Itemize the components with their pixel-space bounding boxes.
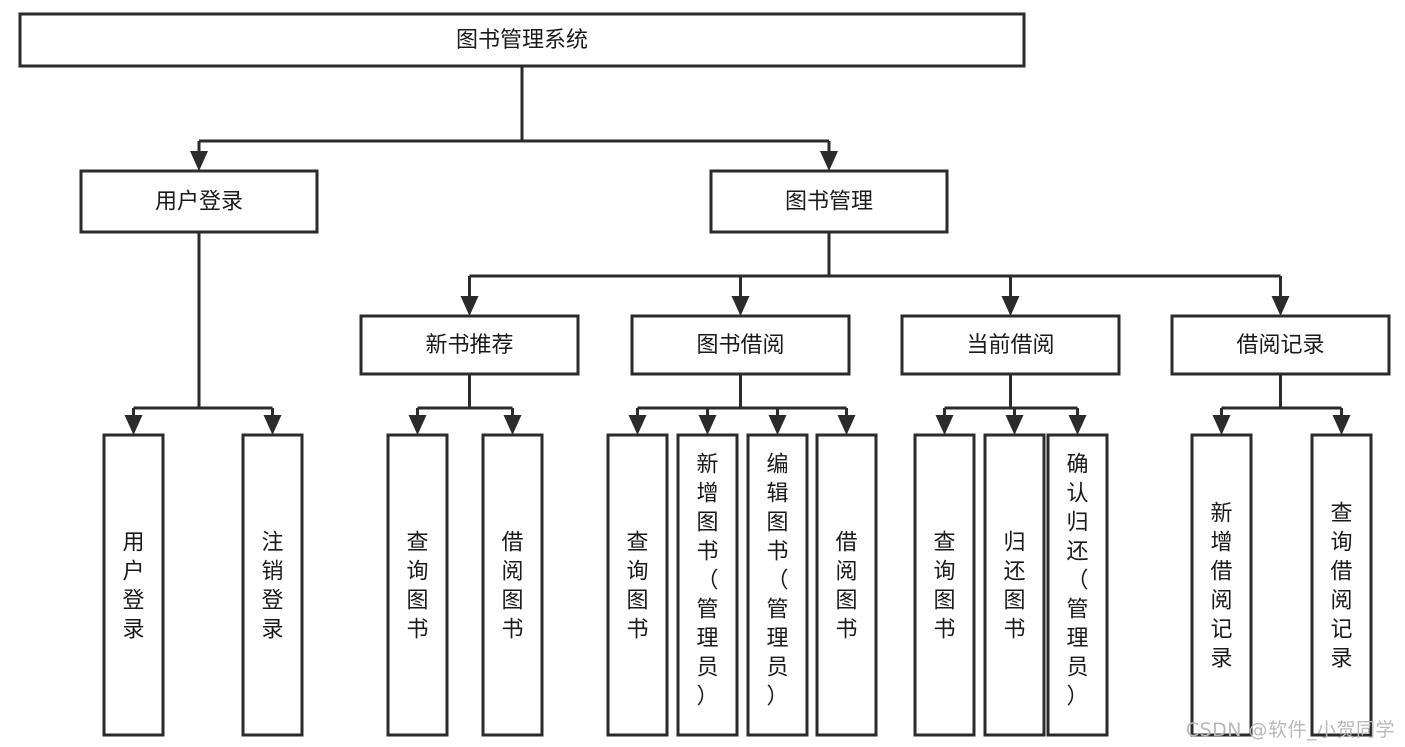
node-label-leaf-query-record: 查询借阅记录 bbox=[1330, 502, 1352, 672]
node-box-leaf-query-record[interactable] bbox=[1310, 433, 1373, 737]
node-box-leaf-edit-book[interactable] bbox=[746, 433, 809, 737]
node-leaf-query-record[interactable]: 查询借阅记录 bbox=[1310, 433, 1373, 737]
node-label-new-book-rec: 新书推荐 bbox=[425, 333, 513, 358]
node-label-leaf-confirm-return: 确认归还（管理员） bbox=[1066, 453, 1088, 710]
connector-current-borrow bbox=[935, 374, 1087, 435]
connector-user-login bbox=[124, 232, 282, 435]
node-label-leaf-edit-book: 编辑图书（管理员） bbox=[766, 453, 788, 710]
node-box-leaf-query-book-2[interactable] bbox=[606, 433, 669, 737]
node-leaf-borrow-book-2[interactable]: 借阅图书 bbox=[815, 433, 878, 737]
arrow-head-icon bbox=[1068, 415, 1087, 435]
arrow-head-icon bbox=[503, 415, 522, 435]
node-leaf-add-record[interactable]: 新增借阅记录 bbox=[1190, 433, 1253, 737]
node-box-new-book-rec[interactable] bbox=[359, 314, 580, 376]
node-leaf-add-book[interactable]: 新增图书（管理员） bbox=[676, 433, 739, 737]
node-label-user-login: 用户登录 bbox=[155, 190, 243, 215]
node-label-leaf-return-book: 归还图书 bbox=[1003, 531, 1025, 643]
node-box-book-manage[interactable] bbox=[709, 169, 949, 234]
arrow-head-icon bbox=[1212, 415, 1231, 435]
connector-layer bbox=[124, 66, 1351, 435]
node-leaf-edit-book[interactable]: 编辑图书（管理员） bbox=[746, 433, 809, 737]
arrow-head-icon bbox=[698, 415, 717, 435]
arrow-head-icon bbox=[820, 151, 838, 171]
node-box-borrow-record[interactable] bbox=[1170, 314, 1391, 376]
arrow-head-icon bbox=[460, 296, 479, 316]
node-label-leaf-borrow-book-2: 借阅图书 bbox=[835, 531, 857, 643]
arrow-head-icon bbox=[768, 415, 787, 435]
node-leaf-query-book-2[interactable]: 查询图书 bbox=[606, 433, 669, 737]
connector-book-borrow bbox=[628, 374, 856, 435]
node-leaf-user-login[interactable]: 用户登录 bbox=[102, 433, 165, 737]
node-current-borrow[interactable]: 当前借阅 bbox=[900, 314, 1121, 376]
arrow-head-icon bbox=[1001, 296, 1020, 316]
node-layer: 图书管理系统用户登录图书管理新书推荐图书借阅当前借阅借阅记录用户登录注销登录查询… bbox=[18, 12, 1391, 737]
node-box-leaf-borrow-book-2[interactable] bbox=[815, 433, 878, 737]
arrow-head-icon bbox=[1271, 296, 1290, 316]
node-label-leaf-add-book: 新增图书（管理员） bbox=[696, 453, 718, 710]
connector-borrow-record bbox=[1212, 374, 1351, 435]
arrow-head-icon bbox=[731, 296, 750, 316]
node-label-leaf-borrow-book-1: 借阅图书 bbox=[501, 531, 523, 643]
node-label-leaf-query-book-2: 查询图书 bbox=[626, 531, 648, 643]
node-box-root[interactable] bbox=[18, 12, 1026, 68]
node-box-user-login[interactable] bbox=[79, 169, 319, 234]
node-box-leaf-add-book[interactable] bbox=[676, 433, 739, 737]
arrow-head-icon bbox=[124, 415, 143, 435]
node-label-leaf-add-record: 新增借阅记录 bbox=[1210, 502, 1232, 672]
node-label-book-borrow: 图书借阅 bbox=[696, 333, 784, 358]
arrow-head-icon bbox=[263, 415, 282, 435]
arrow-head-icon bbox=[628, 415, 647, 435]
node-box-leaf-user-login[interactable] bbox=[102, 433, 165, 737]
arrow-head-icon bbox=[1332, 415, 1351, 435]
node-box-current-borrow[interactable] bbox=[900, 314, 1121, 376]
node-book-borrow[interactable]: 图书借阅 bbox=[630, 314, 851, 376]
node-leaf-return-book[interactable]: 归还图书 bbox=[983, 433, 1046, 737]
node-box-leaf-confirm-return[interactable] bbox=[1046, 433, 1109, 737]
node-label-current-borrow: 当前借阅 bbox=[966, 333, 1054, 358]
node-box-leaf-query-book-1[interactable] bbox=[386, 433, 449, 737]
node-label-leaf-query-book-3: 查询图书 bbox=[933, 531, 955, 643]
node-label-leaf-logout: 注销登录 bbox=[261, 531, 283, 643]
node-leaf-logout[interactable]: 注销登录 bbox=[241, 433, 304, 737]
node-new-book-rec[interactable]: 新书推荐 bbox=[359, 314, 580, 376]
node-box-leaf-borrow-book-1[interactable] bbox=[481, 433, 544, 737]
arrow-head-icon bbox=[408, 415, 427, 435]
node-label-book-manage: 图书管理 bbox=[785, 190, 873, 215]
node-box-book-borrow[interactable] bbox=[630, 314, 851, 376]
node-box-leaf-return-book[interactable] bbox=[983, 433, 1046, 737]
node-leaf-borrow-book-1[interactable]: 借阅图书 bbox=[481, 433, 544, 737]
csdn-watermark: CSDN @软件_小贺同学 bbox=[1185, 719, 1395, 741]
node-box-leaf-logout[interactable] bbox=[241, 433, 304, 737]
node-user-login[interactable]: 用户登录 bbox=[79, 169, 319, 234]
arrow-head-icon bbox=[1005, 415, 1024, 435]
node-box-leaf-add-record[interactable] bbox=[1190, 433, 1253, 737]
node-label-borrow-record: 借阅记录 bbox=[1236, 333, 1324, 358]
node-leaf-query-book-1[interactable]: 查询图书 bbox=[386, 433, 449, 737]
node-box-leaf-query-book-3[interactable] bbox=[913, 433, 976, 737]
node-label-leaf-user-login: 用户登录 bbox=[122, 531, 144, 643]
connector-root bbox=[190, 66, 838, 171]
arrow-head-icon bbox=[837, 415, 856, 435]
node-book-manage[interactable]: 图书管理 bbox=[709, 169, 949, 234]
node-label-leaf-query-book-1: 查询图书 bbox=[406, 531, 428, 643]
node-borrow-record[interactable]: 借阅记录 bbox=[1170, 314, 1391, 376]
node-root[interactable]: 图书管理系统 bbox=[18, 12, 1026, 68]
arrow-head-icon bbox=[935, 415, 954, 435]
node-label-root: 图书管理系统 bbox=[456, 28, 588, 53]
arrow-head-icon bbox=[190, 151, 208, 171]
connector-new-book-rec bbox=[408, 374, 522, 435]
node-leaf-confirm-return[interactable]: 确认归还（管理员） bbox=[1046, 433, 1109, 737]
node-leaf-query-book-3[interactable]: 查询图书 bbox=[913, 433, 976, 737]
connector-book-manage bbox=[460, 232, 1290, 316]
